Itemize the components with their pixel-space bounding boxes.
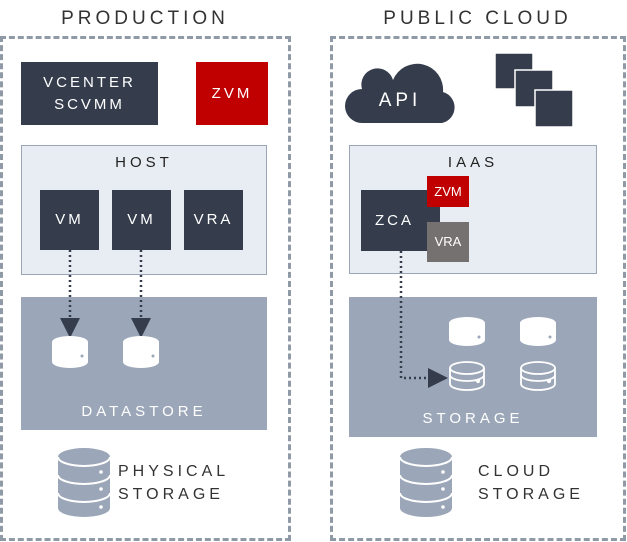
iaas-label: IAAS [447, 154, 499, 171]
zca-box: ZCA [361, 190, 440, 251]
cloud-storage-icon [399, 448, 453, 517]
vcenter-label: VCENTER [43, 73, 136, 91]
instances-icon [494, 52, 574, 128]
host-label: HOST [115, 154, 173, 171]
disk-icon [520, 317, 556, 346]
vm-box-2: VM [112, 190, 171, 250]
cloud-storage-line-1: CLOUD [478, 463, 555, 480]
disk-outline-icon [449, 361, 485, 391]
production-zone [0, 36, 291, 541]
api-label: API [378, 90, 422, 111]
production-zvm-box: ZVM [196, 62, 268, 125]
cloud-storage-line-2: STORAGE [478, 486, 584, 503]
cloud-zvm-box: ZVM [427, 176, 469, 207]
disk-icon [52, 336, 88, 368]
physical-storage-icon [57, 448, 111, 517]
public-cloud-zone [330, 36, 626, 541]
vra-box: VRA [184, 190, 243, 250]
disk-icon [123, 336, 159, 368]
disk-outline-icon [520, 361, 556, 391]
zca-to-disk-connector [399, 251, 448, 388]
vm-box-1: VM [40, 190, 99, 250]
scvmm-label: SCVMM [54, 95, 125, 113]
production-title: PRODUCTION [61, 8, 229, 29]
physical-storage-label: PHYSICAL STORAGE [118, 460, 229, 506]
disk-icon [449, 317, 485, 346]
cloud-storage-label: CLOUD STORAGE [478, 460, 584, 506]
vcenter-scvmm-box: VCENTER SCVMM [21, 62, 158, 125]
physical-storage-line-1: PHYSICAL [118, 463, 230, 480]
public-cloud-title: PUBLIC CLOUD [383, 8, 572, 29]
cloud-vra-box: VRA [427, 222, 469, 262]
storage-label: STORAGE [422, 410, 524, 427]
api-cloud-icon [345, 63, 455, 123]
datastore-label: DATASTORE [81, 403, 207, 420]
physical-storage-line-2: STORAGE [118, 486, 224, 503]
